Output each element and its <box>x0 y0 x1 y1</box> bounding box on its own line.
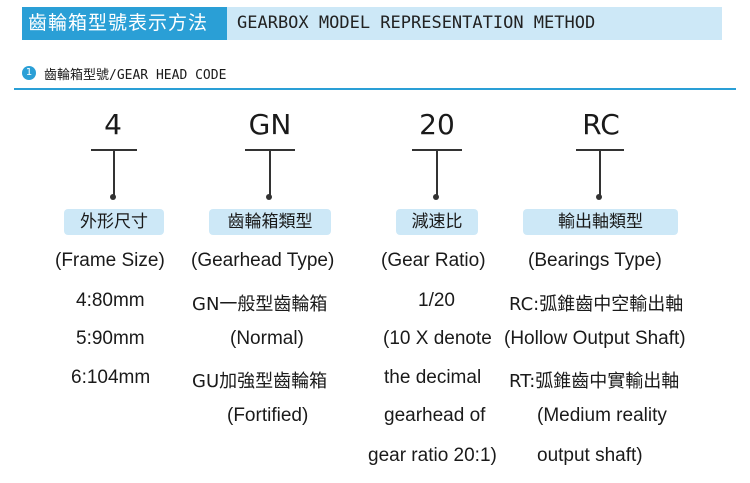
label-frame-size: 外形尺寸 <box>64 209 164 235</box>
section-number-badge: 1 <box>22 66 36 80</box>
frame-size-line-3: 5:90mm <box>76 328 145 349</box>
gearhead-line-2: GN一般型齒輪箱 <box>192 294 328 315</box>
connector-v-1 <box>113 149 115 197</box>
connector-dot-4 <box>596 194 602 200</box>
bearings-line-2: RC:弧錐齒中空輸出軸 <box>509 294 684 315</box>
gear-ratio-line-6: gear ratio 20:1) <box>368 445 497 466</box>
code-bearings-type: RC <box>582 108 620 141</box>
section-divider <box>14 88 736 90</box>
gear-ratio-line-3: (10 X denote <box>383 328 492 349</box>
label-bearings-type: 輸出軸類型 <box>523 209 678 235</box>
bearings-line-5: (Medium reality <box>537 405 667 426</box>
gearhead-line-1: (Gearhead Type) <box>191 250 335 271</box>
gear-ratio-line-5: gearhead of <box>384 405 486 426</box>
connector-v-2 <box>269 149 271 197</box>
label-gear-ratio: 減速比 <box>396 209 478 235</box>
gearhead-line-5: (Fortified) <box>227 405 309 426</box>
bearings-line-4: RT:弧錐齒中實輸出軸 <box>509 371 680 392</box>
code-gear-ratio: 20 <box>419 108 455 141</box>
frame-size-line-1: (Frame Size) <box>55 250 165 271</box>
frame-size-line-4: 6:104mm <box>71 367 151 388</box>
header-title-en: GEARBOX MODEL REPRESENTATION METHOD <box>227 7 722 40</box>
gearhead-line-4: GU加強型齒輪箱 <box>192 371 328 392</box>
bearings-line-6: output shaft) <box>537 445 643 466</box>
connector-v-3 <box>436 149 438 197</box>
connector-dot-2 <box>266 194 272 200</box>
code-frame-size: 4 <box>104 108 122 141</box>
header-band: 齒輪箱型號表示方法 GEARBOX MODEL REPRESENTATION M… <box>22 7 722 40</box>
section-title: 齒輪箱型號/GEAR HEAD CODE <box>44 67 227 83</box>
gear-ratio-line-1: (Gear Ratio) <box>381 250 486 271</box>
bearings-line-1: (Bearings Type) <box>528 250 662 271</box>
gear-ratio-line-2: 1/20 <box>418 290 455 311</box>
connector-dot-3 <box>433 194 439 200</box>
code-gearhead-type: GN <box>248 108 292 141</box>
header-title-zh: 齒輪箱型號表示方法 <box>22 7 227 40</box>
label-gearhead-type: 齒輪箱類型 <box>209 209 331 235</box>
connector-dot-1 <box>110 194 116 200</box>
gear-ratio-line-4: the decimal <box>384 367 482 388</box>
gearhead-line-3: (Normal) <box>230 328 304 349</box>
frame-size-line-2: 4:80mm <box>76 290 145 311</box>
bearings-line-3: (Hollow Output Shaft) <box>504 328 686 349</box>
section-heading: 1 齒輪箱型號/GEAR HEAD CODE <box>22 63 226 83</box>
connector-v-4 <box>599 149 601 197</box>
